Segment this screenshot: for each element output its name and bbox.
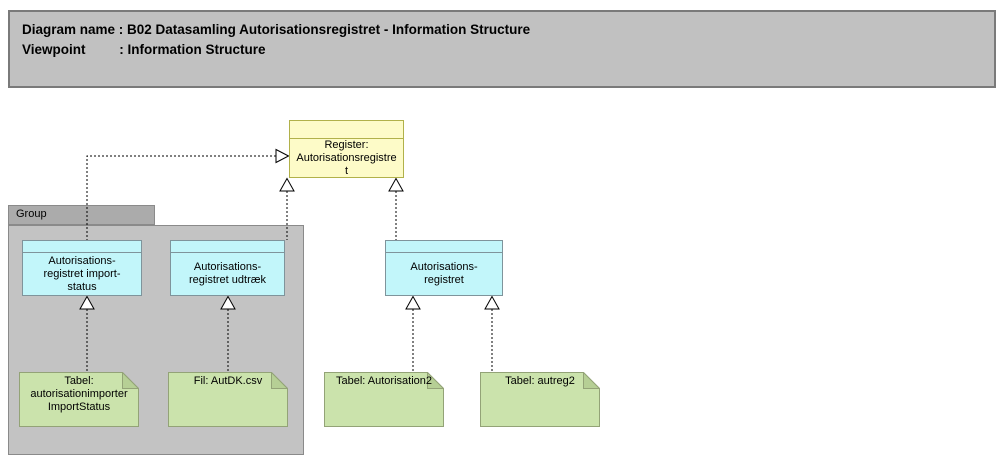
- diagram-name-line: Diagram name : B02 Datasamling Autorisat…: [22, 22, 531, 37]
- note-label: Tabel: autreg2: [505, 375, 575, 387]
- note-tabel-autreg2[interactable]: Tabel: autreg2: [480, 372, 600, 427]
- group-tab[interactable]: Group: [8, 205, 155, 225]
- note-tabel-autorisationimporterimportstatus[interactable]: Tabel: autorisationimporter ImportStatus: [19, 372, 139, 427]
- realization-udtraek-to-register[interactable]: [279, 177, 295, 241]
- note-shape-icon: [480, 372, 600, 427]
- node-autorisationsregistret[interactable]: Autorisations- registret: [385, 240, 503, 296]
- note-label: Tabel: Autorisation2: [335, 375, 432, 387]
- node-autorisationsregistret-import-status[interactable]: Autorisations- registret import- status: [22, 240, 142, 296]
- realization-autreg2-to-autorisationsregistret[interactable]: [484, 295, 500, 373]
- note-shape-icon: [19, 372, 139, 427]
- realization-autdk-file-to-udtraek[interactable]: [220, 295, 236, 373]
- node-label: Autorisations- registret: [410, 261, 478, 286]
- realization-autorisation2-to-autorisationsregistret[interactable]: [405, 295, 421, 373]
- node-label: Autorisations- registret import- status: [43, 254, 121, 293]
- node-header: [290, 121, 403, 139]
- realization-table-importstatus-to-import-status[interactable]: [79, 295, 95, 373]
- node-header: [23, 241, 141, 253]
- diagram-title-block: Diagram name : B02 Datasamling Autorisat…: [8, 10, 996, 88]
- node-autorisationsregistret-udtraek[interactable]: Autorisations- registret udtræk: [170, 240, 285, 296]
- note-shape-icon: [324, 372, 444, 427]
- note-shape-icon: [168, 372, 288, 427]
- node-label: Autorisations- registret udtræk: [188, 261, 267, 286]
- group-label: Group: [16, 208, 47, 220]
- realization-autorisationsregistret-to-register[interactable]: [388, 177, 404, 241]
- note-label: Fil: AutDK.csv: [193, 375, 263, 387]
- realization-import-status-to-register[interactable]: [86, 148, 290, 242]
- note-fil-autdk-csv[interactable]: Fil: AutDK.csv: [168, 372, 288, 427]
- node-header: [171, 241, 284, 253]
- note-tabel-autorisation2[interactable]: Tabel: Autorisation2: [324, 372, 444, 427]
- node-header: [386, 241, 502, 253]
- node-label: Register: Autorisationsregistre t: [296, 139, 397, 177]
- note-label: Tabel: autorisationimporter ImportStatus: [30, 375, 128, 413]
- viewpoint-line: Viewpoint : Information Structure: [22, 42, 266, 57]
- node-register-autorisationsregistret[interactable]: Register: Autorisationsregistre t: [289, 120, 404, 178]
